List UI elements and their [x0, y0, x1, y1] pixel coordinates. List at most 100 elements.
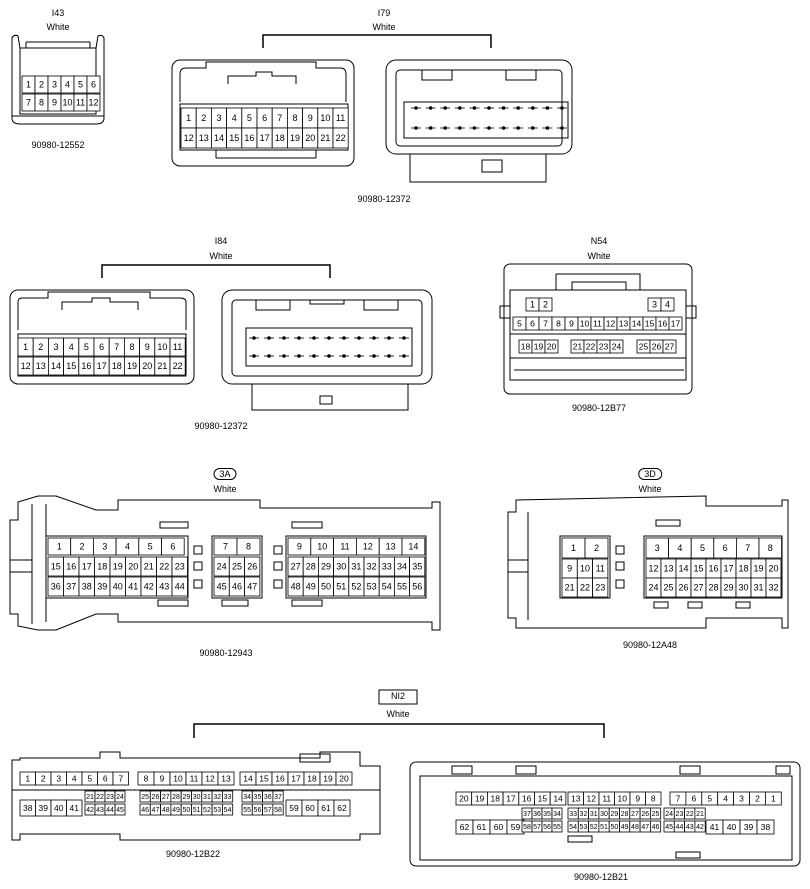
ni2-right-pin-label: 6: [691, 794, 696, 804]
n54-pin-label: 2: [543, 300, 548, 310]
n54-pin-cell: [538, 297, 553, 312]
connector-ni2-color: White: [386, 709, 410, 719]
i79-pin-label: 6: [262, 113, 267, 123]
i84-pin-label: 12: [21, 361, 31, 371]
connector-ni2-bracket: [193, 689, 605, 738]
ni2-left-pin-label: 3: [56, 774, 61, 784]
ni2-left-pin-label: 46: [141, 807, 149, 814]
n54-pin-label: 11: [593, 319, 602, 329]
connector-i43-housing: [11, 34, 105, 125]
ni2-right-pin-label: 16: [522, 794, 532, 804]
c3a-pin-label: 47: [247, 582, 257, 592]
c3d-pin-label: 18: [738, 564, 748, 574]
i84-pin-label: 5: [84, 342, 89, 352]
n54-pin-label: 15: [645, 319, 655, 329]
ni2-right-pin-label: 55: [553, 824, 561, 831]
c3d-pin-label: 19: [753, 564, 763, 574]
i84-pin-label: 17: [97, 361, 107, 371]
connector-ni2-id: NI2: [390, 691, 406, 701]
i43-pin-label: 10: [62, 98, 72, 108]
c3a-pin-label: 28: [306, 562, 316, 572]
n54-pin-label: 4: [665, 300, 670, 310]
i84-pin-label: 8: [129, 342, 134, 352]
ni2-right-pin-label: 20: [459, 794, 469, 804]
connector-ni2-left-part-number: 90980-12B22: [165, 849, 221, 859]
n54-pin-label: 7: [543, 319, 548, 329]
connector-i43-color: White: [46, 22, 70, 32]
ni2-right-pin-label: 35: [543, 811, 551, 818]
ni2-right-pin-label: 52: [590, 824, 598, 831]
c3d-pin-label: 21: [565, 583, 575, 593]
c3d-pin-label: 9: [567, 564, 572, 574]
c3a-pin-cell: [409, 576, 426, 597]
connector-3d-id: 3D: [638, 468, 662, 480]
ni2-left-pin-label: 7: [118, 774, 123, 784]
c3d-pin-cell: [592, 577, 609, 598]
n54-pin-cell: [609, 339, 624, 354]
i79-pin-label: 20: [305, 133, 315, 143]
ni2-left-pin-label: 62: [337, 803, 347, 813]
i84-pin-label: 9: [145, 342, 150, 352]
ni2-left-pin-label: 52: [203, 807, 211, 814]
c3d-pin-label: 16: [708, 564, 718, 574]
connector-i43-part-number: 90980-12552: [31, 140, 85, 150]
ni2-right-pin-label: 17: [506, 794, 516, 804]
c3a-pin-label: 5: [148, 542, 153, 552]
c3d-pin-label: 29: [723, 583, 733, 593]
ni2-left-pin-label: 25: [141, 794, 149, 801]
c3a-pin-label: 20: [128, 562, 138, 572]
c3d-pin-label: 14: [678, 564, 688, 574]
ni2-left-pin-label: 41: [70, 803, 80, 813]
ni2-right-pin-label: 37: [523, 811, 531, 818]
socket-pin-dots: [249, 106, 567, 358]
c3a-pin-label: 39: [97, 582, 107, 592]
c3d-pin-label: 30: [738, 583, 748, 593]
c3a-pin-label: 6: [170, 542, 175, 552]
ni2-right-pin-cell: [645, 791, 662, 806]
c3a-pin-label: 55: [397, 582, 407, 592]
c3a-pin-label: 15: [51, 562, 61, 572]
ni2-left-pin-label: 28: [172, 794, 180, 801]
connector-3a-color: White: [213, 484, 237, 494]
ni2-right-pin-label: 49: [621, 824, 629, 831]
ni2-right-pin-label: 29: [610, 811, 618, 818]
ni2-left-pin-label: 17: [291, 774, 301, 784]
i79-pin-label: 8: [292, 113, 297, 123]
i43-pin-label: 12: [88, 98, 98, 108]
ni2-right-pin-label: 30: [600, 811, 608, 818]
ni2-right-pin-label: 7: [676, 794, 681, 804]
ni2-left-pin-label: 59: [289, 803, 299, 813]
ni2-right-pin-label: 50: [610, 824, 618, 831]
i43-pin-label: 4: [65, 80, 70, 90]
ni2-left-pin-label: 56: [254, 807, 262, 814]
c3a-pin-label: 46: [232, 582, 242, 592]
c3d-pin-label: 26: [678, 583, 688, 593]
ni2-right-pin-label: 56: [543, 824, 551, 831]
c3a-pin-cell: [161, 537, 185, 556]
c3a-pin-label: 40: [113, 582, 123, 592]
ni2-left-pin-label: 4: [72, 774, 77, 784]
ni2-left-pin-label: 26: [152, 794, 160, 801]
i84-pin-cell: [169, 356, 186, 376]
connector-i84-color: White: [209, 251, 233, 261]
c3a-pin-label: 13: [386, 542, 396, 552]
c3d-pin-label: 12: [648, 564, 658, 574]
c3a-pin-label: 3: [102, 542, 107, 552]
i79-pin-label: 4: [232, 113, 237, 123]
c3a-pin-label: 9: [297, 542, 302, 552]
connector-i84-id: I84: [214, 236, 228, 246]
connector-ni2-right-part-number: 90980-12B21: [573, 872, 629, 882]
i79-pin-label: 21: [320, 133, 330, 143]
i84-pin-label: 2: [38, 342, 43, 352]
i84-pin-cell: [169, 337, 186, 357]
c3a-pin-label: 16: [66, 562, 76, 572]
ni2-right-pin-label: 53: [580, 824, 588, 831]
connector-n54-color: White: [587, 251, 611, 261]
ni2-right-pin-label: 23: [676, 811, 684, 818]
ni2-left-pin-label: 5: [87, 774, 92, 784]
connector-i79-color: White: [372, 22, 396, 32]
c3d-pin-label: 13: [663, 564, 673, 574]
ni2-right-pin-label: 51: [600, 824, 608, 831]
c3d-pin-label: 8: [768, 543, 773, 553]
